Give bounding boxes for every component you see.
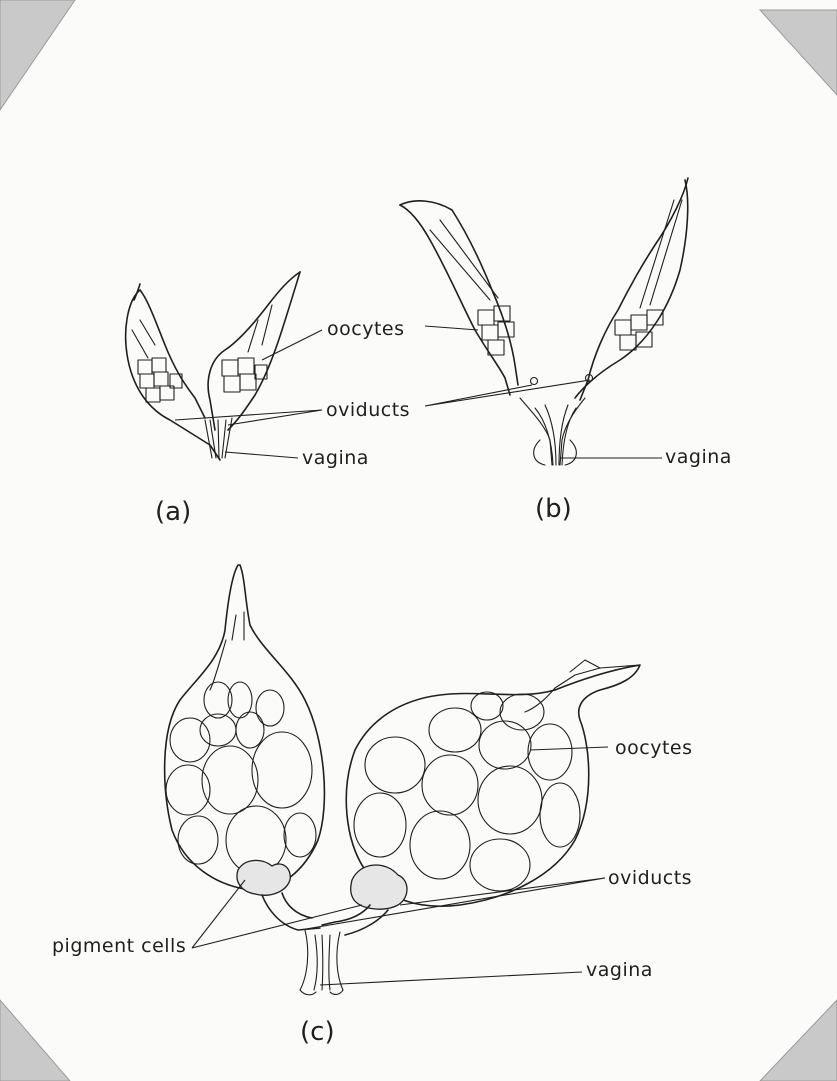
label-panel-b: (b) [535,494,572,524]
label-c-oocytes: oocytes [615,737,692,759]
label-layer: oocytes oviducts vagina (a) (b) vagina o… [52,318,732,1047]
ovary-pair-a [126,272,300,460]
corner-bottom-left [0,1000,70,1081]
corner-bottom-right [760,1000,837,1081]
label-b-vagina: vagina [665,446,732,468]
label-a-oviducts: oviducts [326,399,410,421]
label-panel-a: (a) [155,497,191,527]
label-c-vagina: vagina [586,959,653,981]
label-c-pigment-cells: pigment cells [52,935,186,957]
label-a-oocytes: oocytes [327,318,404,340]
corner-top-left [0,0,75,110]
label-panel-c: (c) [300,1017,335,1047]
ovary-pair-b [400,178,688,465]
leaders-b [425,326,662,458]
ovary-pair-c [165,565,640,995]
corner-top-right [760,10,837,95]
label-c-oviducts: oviducts [608,867,692,889]
label-a-vagina: vagina [302,447,369,469]
